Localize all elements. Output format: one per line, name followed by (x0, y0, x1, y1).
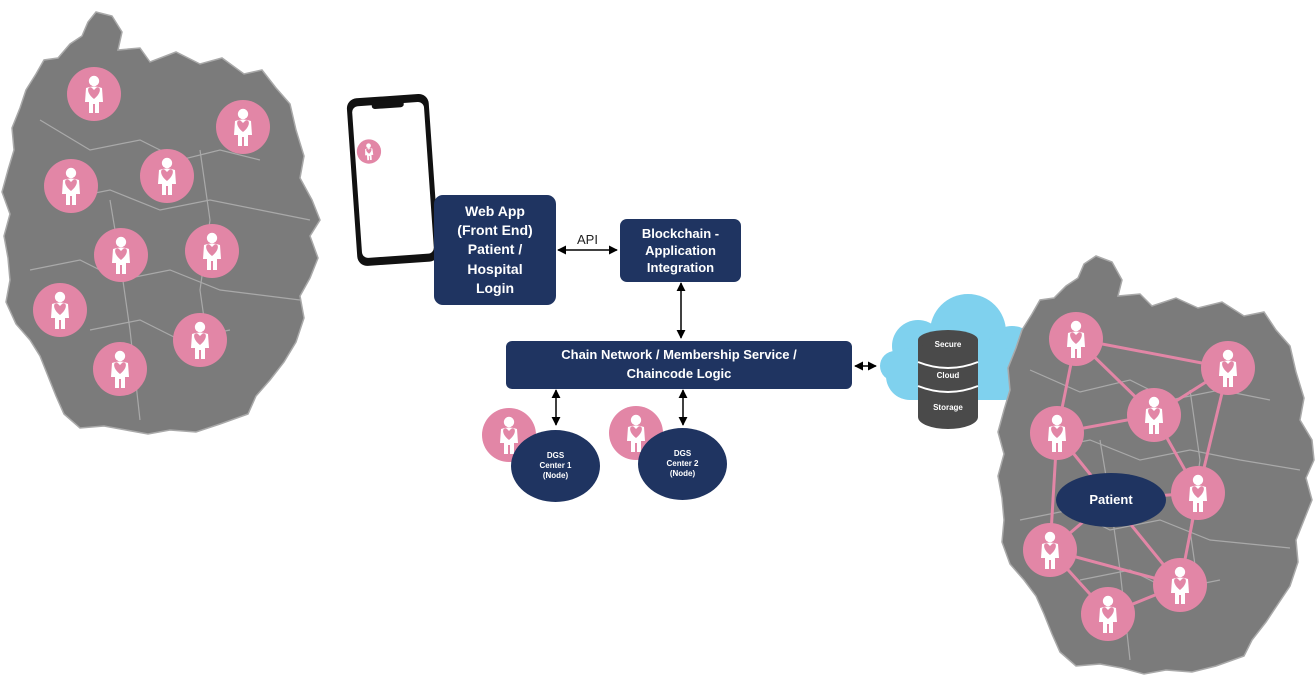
patient-marker-icon (185, 224, 239, 278)
patient-ellipse: Patient (1056, 473, 1166, 527)
dgs-center-1-node: DGS Center 1 (Node) (511, 430, 600, 502)
chain-network-line: Chain Network / Membership Service / (561, 347, 797, 363)
patient-marker-icon (1201, 341, 1255, 395)
right-map-markers (1023, 312, 1255, 641)
patient-marker-icon (1081, 587, 1135, 641)
patient-marker-icon (216, 100, 270, 154)
node2-line: DGS (673, 449, 692, 458)
connector-arrows (551, 245, 877, 426)
dgs-center-2-node: DGS Center 2 (Node) (638, 428, 727, 500)
patient-marker-icon (94, 228, 148, 282)
right-germany-map (997, 255, 1315, 675)
chain-network-box: Chain Network / Membership Service / Cha… (506, 341, 852, 389)
patient-marker-icon (93, 342, 147, 396)
patient-marker-icon (1023, 523, 1077, 577)
blockchain-integration-box: Blockchain - Application Integration (620, 219, 741, 282)
node1-line: Center 1 (539, 461, 572, 470)
web-app-line: (Front End) (457, 222, 533, 239)
storage-label-cloud: Cloud (936, 371, 960, 380)
web-app-line: Patient / (467, 241, 523, 258)
web-app-line: Web App (465, 202, 525, 219)
patient-marker-icon (1049, 312, 1103, 366)
patient-marker-icon (1127, 388, 1181, 442)
blockchain-line: Application (645, 242, 716, 258)
patient-marker-icon (1030, 406, 1084, 460)
storage-label-secure: Secure (934, 340, 962, 349)
node1-line: (Node) (542, 471, 569, 480)
left-map-markers (33, 67, 270, 396)
patient-marker-icon (1153, 558, 1207, 612)
storage-label-storage: Storage (933, 403, 963, 412)
patient-marker-icon (173, 313, 227, 367)
blockchain-line: Blockchain - (641, 225, 720, 241)
left-germany-map (1, 11, 321, 435)
smartphone-icon (346, 93, 440, 266)
patient-label: Patient (1089, 491, 1133, 507)
web-app-line: Hospital (467, 260, 523, 277)
database-icon (917, 330, 979, 429)
node2-line: (Node) (669, 469, 696, 478)
web-app-box: Web App (Front End) Patient / Hospital L… (434, 195, 556, 305)
api-label: API (577, 232, 598, 247)
patient-marker-icon (67, 67, 121, 121)
blockchain-line: Integration (646, 260, 715, 276)
chain-network-line: Chaincode Logic (626, 366, 732, 381)
web-app-line: Login (475, 279, 515, 296)
patient-marker-icon (140, 149, 194, 203)
node2-line: Center 2 (666, 459, 699, 468)
patient-marker-icon (1171, 466, 1225, 520)
patient-marker-icon (44, 159, 98, 213)
node1-line: DGS (546, 451, 565, 460)
patient-marker-icon (33, 283, 87, 337)
